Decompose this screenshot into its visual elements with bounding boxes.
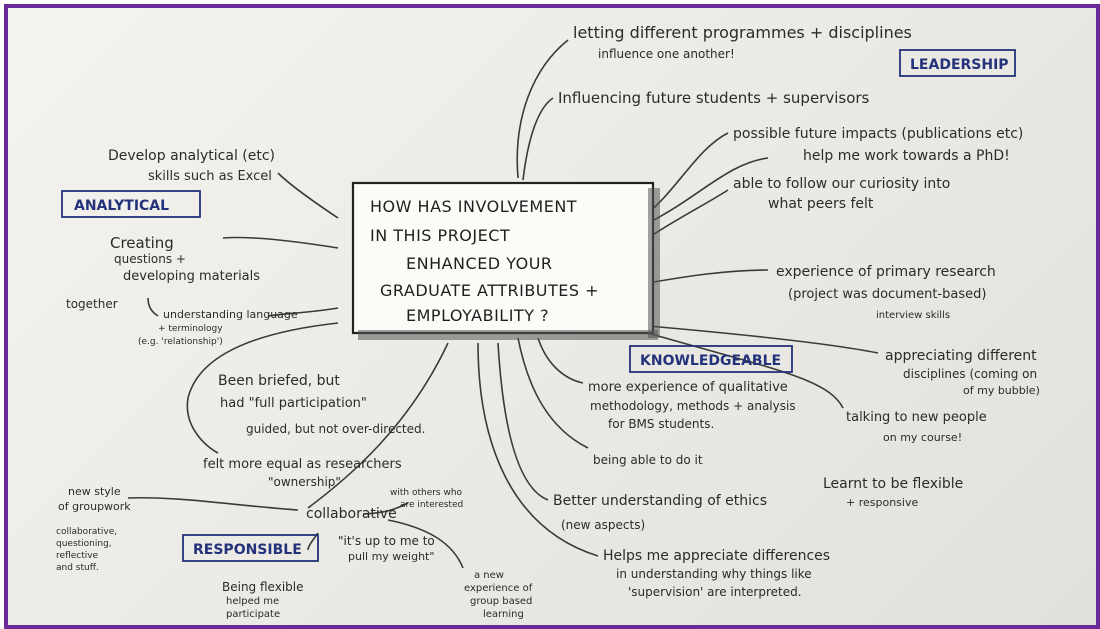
note-13c: 'supervision' are interpreted.	[628, 585, 802, 599]
note-15: Creating	[110, 234, 174, 252]
note-25c: participate	[226, 609, 280, 620]
note-24b: experience of	[464, 583, 533, 594]
note-5: able to follow our curiosity into	[733, 176, 950, 192]
note-4: help me work towards a PhD!	[803, 148, 1010, 164]
center-question-box: HOW HAS INVOLVEMENT IN THIS PROJECT ENHA…	[351, 181, 660, 340]
note-11b: + responsive	[846, 496, 918, 509]
note-9c: for BMS students.	[608, 417, 714, 431]
category-knowledgeable: KNOWLEDGEABLE	[629, 345, 793, 373]
note-19: felt more equal as researchers	[203, 457, 402, 472]
note-8b: on my course!	[883, 431, 962, 444]
note-17: understanding language	[163, 308, 298, 321]
category-leadership: LEADERSHIP	[899, 49, 1016, 77]
note-20: new style	[68, 485, 121, 498]
note-3: possible future impacts (publications et…	[733, 126, 1023, 142]
note-8: talking to new people	[846, 410, 987, 425]
whiteboard-photo: HOW HAS INVOLVEMENT IN THIS PROJECT ENHA…	[4, 4, 1100, 629]
note-9: more experience of qualitative	[588, 380, 788, 395]
center-line-1: HOW HAS INVOLVEMENT	[370, 197, 577, 216]
note-24d: learning	[483, 609, 524, 620]
center-line-3: ENHANCED YOUR	[406, 254, 553, 273]
mind-map: HOW HAS INVOLVEMENT IN THIS PROJECT ENHA…	[56, 23, 1040, 620]
handwritten-notes: letting different programmes + disciplin…	[56, 23, 1040, 620]
center-line-4: GRADUATE ATTRIBUTES +	[380, 281, 599, 300]
note-7b: disciplines (coming on	[903, 367, 1037, 381]
note-12b: (new aspects)	[561, 518, 645, 532]
note-17b: + terminology	[158, 324, 223, 334]
note-7: appreciating different	[885, 348, 1037, 364]
note-18: Been briefed, but	[218, 373, 340, 389]
note-17c: (e.g. 'relationship')	[138, 337, 223, 347]
note-20e: reflective	[56, 551, 99, 561]
note-13b: in understanding why things like	[616, 567, 812, 581]
note-23b: pull my weight"	[348, 550, 434, 563]
center-line-5: EMPLOYABILITY ?	[406, 306, 549, 325]
note-10: being able to do it	[593, 453, 703, 467]
note-15c: developing materials	[123, 269, 260, 284]
note-25: Being flexible	[222, 580, 304, 594]
note-18b: had "full participation"	[220, 396, 367, 411]
note-7c: of my bubble)	[963, 384, 1040, 397]
note-6c: interview skills	[876, 310, 950, 321]
note-9b: methodology, methods + analysis	[590, 399, 796, 413]
note-11: Learnt to be flexible	[823, 476, 963, 492]
note-20f: and stuff.	[56, 563, 99, 573]
center-line-2: IN THIS PROJECT	[370, 226, 510, 245]
category-responsible: RESPONSIBLE	[182, 534, 319, 562]
note-2: Influencing future students + supervisor…	[558, 89, 870, 107]
note-23: "it's up to me to	[338, 534, 435, 548]
note-19b: "ownership"	[268, 475, 341, 489]
note-21: collaborative	[306, 506, 397, 522]
note-15b: questions +	[114, 252, 186, 266]
note-1b: influence one another!	[598, 47, 735, 61]
note-20d: questioning,	[56, 539, 112, 549]
note-20b: of groupwork	[58, 500, 131, 513]
note-12: Better understanding of ethics	[553, 493, 767, 509]
connector-lines	[127, 39, 879, 569]
category-label: RESPONSIBLE	[193, 542, 302, 558]
note-14b: skills such as Excel	[148, 169, 272, 184]
category-analytical: ANALYTICAL	[61, 190, 201, 218]
note-16: together	[66, 297, 118, 311]
note-24: a new	[474, 570, 504, 581]
category-label: KNOWLEDGEABLE	[640, 353, 781, 369]
note-1: letting different programmes + disciplin…	[573, 23, 912, 42]
note-13: Helps me appreciate differences	[603, 548, 830, 564]
note-25b: helped me	[226, 596, 279, 607]
note-6: experience of primary research	[776, 264, 996, 280]
note-6b: (project was document-based)	[788, 287, 986, 302]
note-22b: are interested	[400, 500, 463, 510]
note-18c: guided, but not over-directed.	[246, 422, 425, 436]
note-24c: group based	[470, 596, 532, 607]
category-label: ANALYTICAL	[74, 198, 169, 214]
note-20c: collaborative,	[56, 527, 117, 537]
note-22: with others who	[390, 488, 463, 498]
note-14: Develop analytical (etc)	[108, 148, 275, 164]
category-label: LEADERSHIP	[910, 57, 1009, 73]
note-5b: what peers felt	[768, 196, 874, 212]
